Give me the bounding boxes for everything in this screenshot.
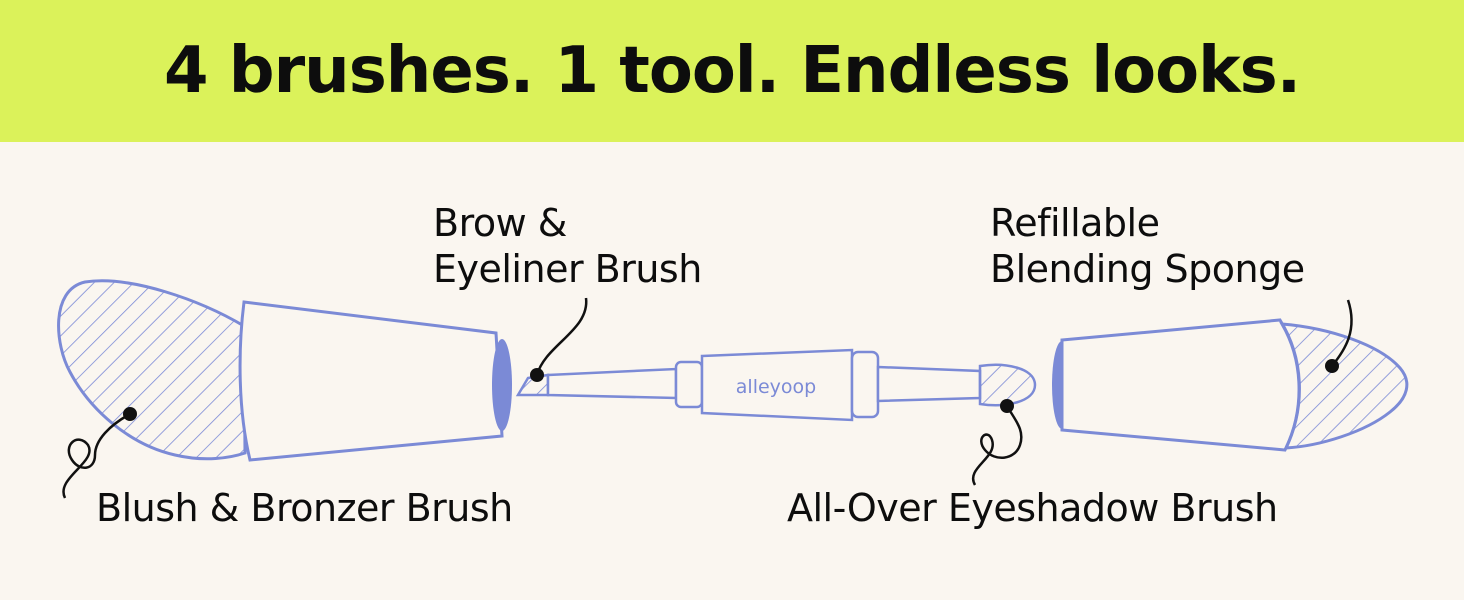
blending-sponge-icon: [1279, 322, 1409, 450]
eyeshadow-dot: [1000, 399, 1014, 413]
handle-collar-left-icon: [674, 360, 704, 409]
label-refillable-sponge: Refillable Blending Sponge: [990, 201, 1305, 291]
label-brow-eyeliner: Brow & Eyeliner Brush: [433, 201, 702, 291]
eyeshadow-brush-head-icon: [978, 363, 1037, 407]
sponge-cap-icon: [1060, 318, 1301, 452]
eyeshadow-leader-line: [971, 405, 1023, 486]
handle-body-icon: [700, 348, 854, 422]
blush-leader-line: [62, 412, 131, 499]
eyeshadow-stem-icon: [876, 365, 982, 403]
sponge-dot: [1325, 359, 1339, 373]
eyeliner-stem-icon: [546, 367, 678, 400]
eyeliner-dot: [530, 368, 544, 382]
blush-dot: [123, 407, 137, 421]
label-eyeshadow: All-Over Eyeshadow Brush: [787, 486, 1278, 530]
brush-tool-illustration: alleyoop: [57, 279, 1409, 499]
label-blush-bronzer: Blush & Bronzer Brush: [96, 486, 513, 530]
header-banner: 4 brushes. 1 tool. Endless looks.: [0, 0, 1464, 142]
brand-logo: alleyoop: [736, 376, 816, 398]
handle-collar-right-icon: [850, 350, 880, 419]
blush-cap-opening-icon: [492, 339, 512, 431]
blush-brush-cap-icon: [238, 300, 504, 462]
blush-brush-head-icon: [57, 279, 247, 461]
headline: 4 brushes. 1 tool. Endless looks.: [163, 34, 1301, 108]
eyeliner-leader-line: [535, 297, 588, 376]
